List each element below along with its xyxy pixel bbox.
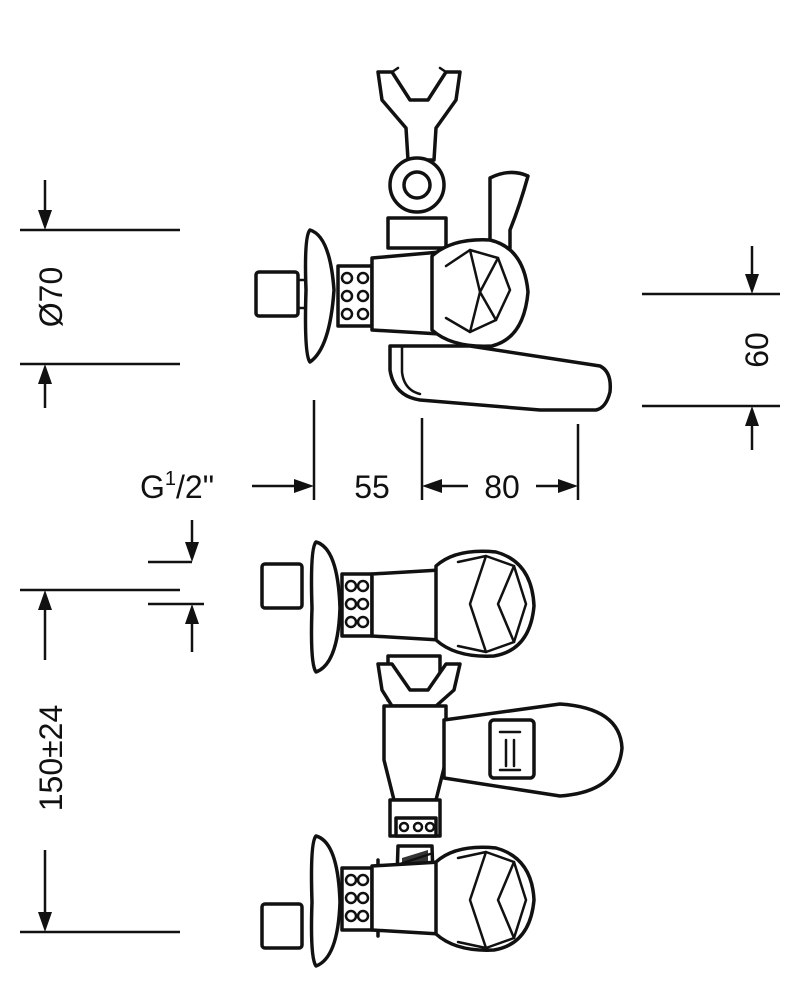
shower-holder-icon bbox=[376, 66, 462, 250]
front-view bbox=[260, 540, 624, 968]
spacing-right-label: 80 bbox=[484, 469, 520, 505]
height-label: 60 bbox=[739, 332, 775, 368]
spout-top bbox=[388, 344, 613, 412]
crystal-knob-top-icon bbox=[430, 238, 530, 348]
lever-handle-icon bbox=[488, 170, 530, 250]
top-view bbox=[254, 66, 613, 412]
dimension-height: 60 bbox=[642, 246, 780, 450]
inlet-connector-upper bbox=[260, 540, 442, 674]
inlet-connector-top bbox=[254, 228, 336, 364]
center-distance-label: 150±24 bbox=[33, 705, 69, 812]
dimension-center-distance: 150±24 bbox=[20, 520, 204, 934]
ornament-nut-top bbox=[336, 264, 374, 328]
dimension-spacing-horizontal: G1/2" 55 80 bbox=[140, 400, 580, 505]
mixer-body-top bbox=[370, 250, 442, 336]
inlet-connector-lower bbox=[260, 834, 442, 968]
spacing-left-label: 55 bbox=[354, 469, 390, 505]
crystal-knob-lower-icon bbox=[434, 845, 536, 952]
diameter-label: Ø70 bbox=[33, 267, 69, 327]
crystal-knob-upper-icon bbox=[434, 549, 536, 658]
lever-handle-front-icon bbox=[442, 702, 624, 798]
dimension-diameter: Ø70 bbox=[20, 180, 180, 408]
thread-label: G1/2" bbox=[140, 468, 214, 505]
